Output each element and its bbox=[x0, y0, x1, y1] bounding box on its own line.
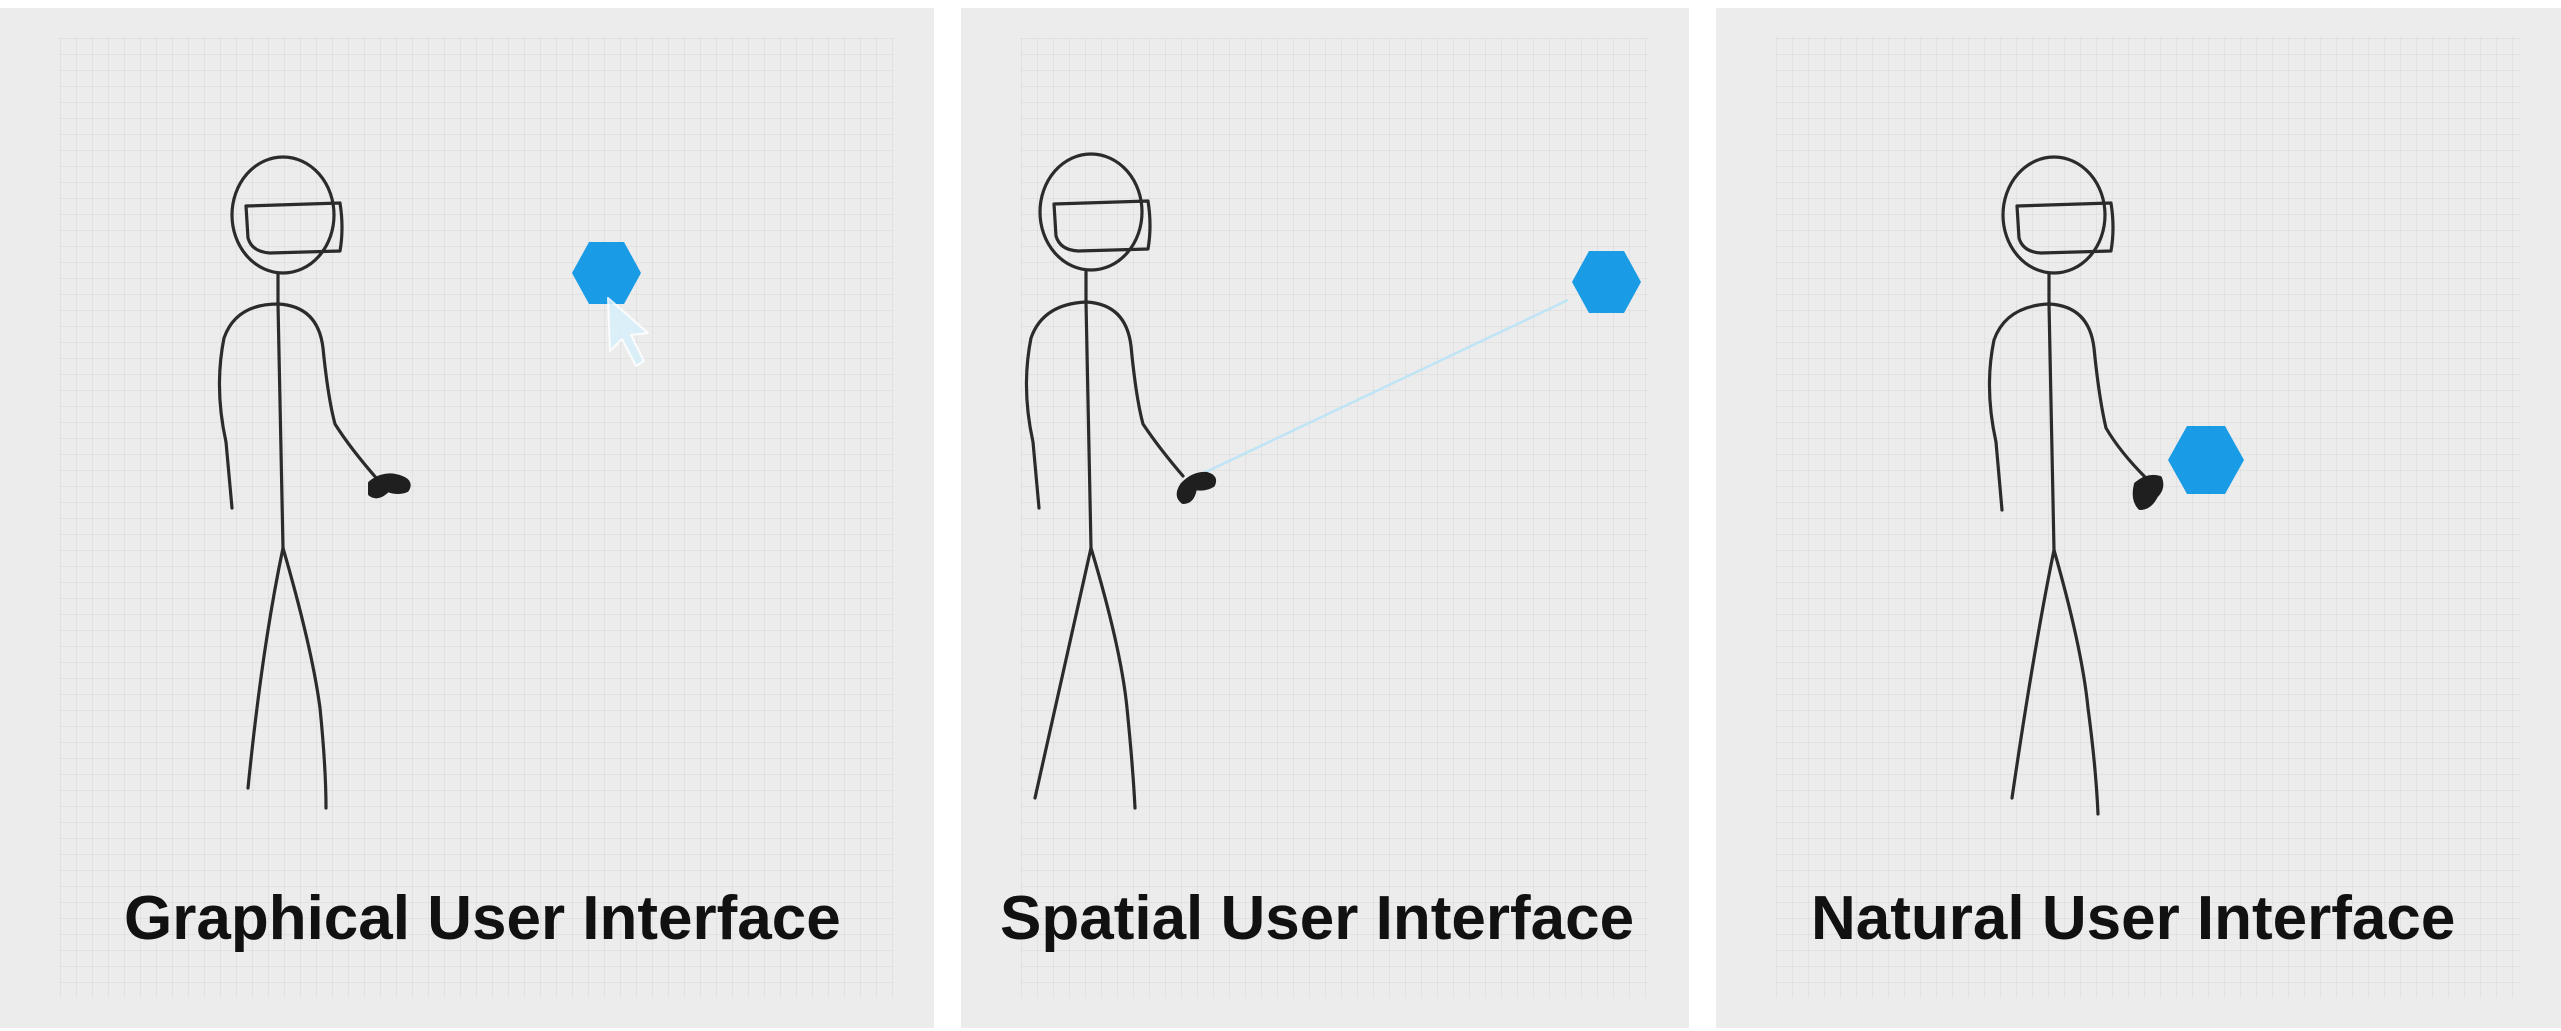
torso bbox=[276, 302, 285, 550]
cursor-arrow-icon bbox=[607, 297, 649, 367]
stick-figure-icon bbox=[217, 155, 380, 810]
neck-shoulders bbox=[1987, 272, 2051, 512]
arm bbox=[1084, 300, 1185, 478]
hexagon-icon bbox=[2168, 426, 2244, 494]
caption-graphical-ui: Graphical User Interface bbox=[124, 884, 841, 953]
hexagon-icon bbox=[1572, 251, 1641, 313]
head bbox=[230, 155, 336, 275]
panel-spatial-ui: Spatial User Interface bbox=[961, 8, 1689, 1028]
head bbox=[1038, 152, 1144, 272]
neck-shoulders bbox=[217, 272, 280, 510]
arm bbox=[276, 302, 380, 482]
gui-illustration bbox=[217, 155, 649, 810]
spatial-ui-illustration bbox=[1024, 152, 1641, 810]
hand-controller-icon bbox=[2132, 474, 2164, 510]
head bbox=[2001, 155, 2107, 275]
torso bbox=[1084, 300, 1093, 550]
hand-controller-icon bbox=[368, 473, 411, 499]
caption-natural-ui: Natural User Interface bbox=[1811, 884, 2456, 953]
vr-headset-icon bbox=[1052, 199, 1152, 253]
legs bbox=[1033, 546, 1137, 810]
vr-headset-icon bbox=[244, 201, 344, 255]
arm bbox=[2047, 302, 2148, 480]
stick-figure-icon bbox=[1987, 155, 2148, 816]
panel-graphical-ui: Graphical User Interface bbox=[0, 8, 934, 1028]
pointer-ray bbox=[1188, 298, 1569, 482]
natural-ui-illustration bbox=[1987, 155, 2244, 816]
grid-background bbox=[1776, 38, 2521, 998]
stick-figure-icon bbox=[1024, 152, 1185, 810]
neck-shoulders bbox=[1024, 270, 1088, 510]
legs bbox=[246, 546, 328, 810]
grid-background bbox=[60, 38, 894, 998]
grid-background bbox=[1021, 38, 1649, 998]
panel-natural-ui: Natural User Interface bbox=[1716, 8, 2561, 1028]
hexagon-icon bbox=[572, 242, 641, 304]
vr-headset-icon bbox=[2015, 201, 2115, 255]
torso bbox=[2047, 302, 2056, 552]
hand-controller-icon bbox=[1176, 471, 1217, 504]
caption-spatial-ui: Spatial User Interface bbox=[1000, 884, 1635, 953]
legs bbox=[2010, 548, 2100, 816]
